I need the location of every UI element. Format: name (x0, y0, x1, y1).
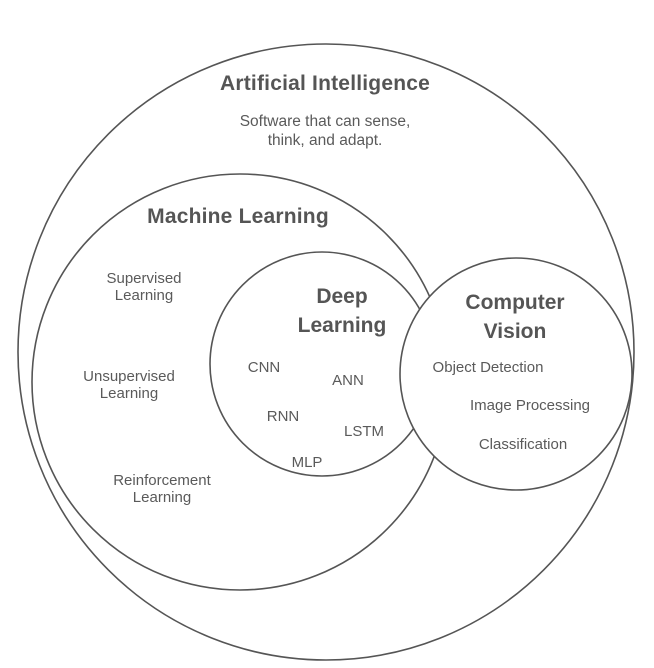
ai-title: Artificial Intelligence (220, 72, 430, 95)
ml-item-unsupervised-line-1: Unsupervised (83, 368, 175, 385)
ai-circle (17, 43, 635, 661)
cv-item-object-detection: Object Detection (432, 359, 544, 376)
ml-item-reinforcement-line-1: Reinforcement (113, 472, 211, 489)
cv-title-line-2: Vision (483, 320, 547, 343)
cv-item-image-processing: Image Processing (469, 397, 591, 414)
dl-item-lstm: LSTM (343, 423, 385, 440)
cv-circle (399, 257, 633, 491)
dl-item-rnn: RNN (266, 408, 300, 425)
ml-item-unsupervised-line-2: Learning (99, 385, 159, 402)
dl-item-ann: ANN (332, 372, 364, 389)
cv-item-classification: Classification (478, 436, 568, 453)
cv-title-line-1: Computer (465, 291, 565, 314)
ml-item-supervised-line-2: Learning (114, 287, 174, 304)
ai-description-line-1: Software that can sense, (239, 113, 411, 130)
ai-description-line-2: think, and adapt. (267, 132, 383, 149)
ml-title: Machine Learning (147, 205, 329, 228)
ml-item-reinforcement-line-2: Learning (132, 489, 192, 506)
dl-item-cnn: CNN (247, 359, 281, 376)
dl-title-line-1: Deep (316, 285, 368, 308)
dl-title-line-2: Learning (297, 314, 387, 337)
dl-item-mlp: MLP (291, 454, 323, 471)
ml-item-supervised-line-1: Supervised (106, 270, 182, 287)
